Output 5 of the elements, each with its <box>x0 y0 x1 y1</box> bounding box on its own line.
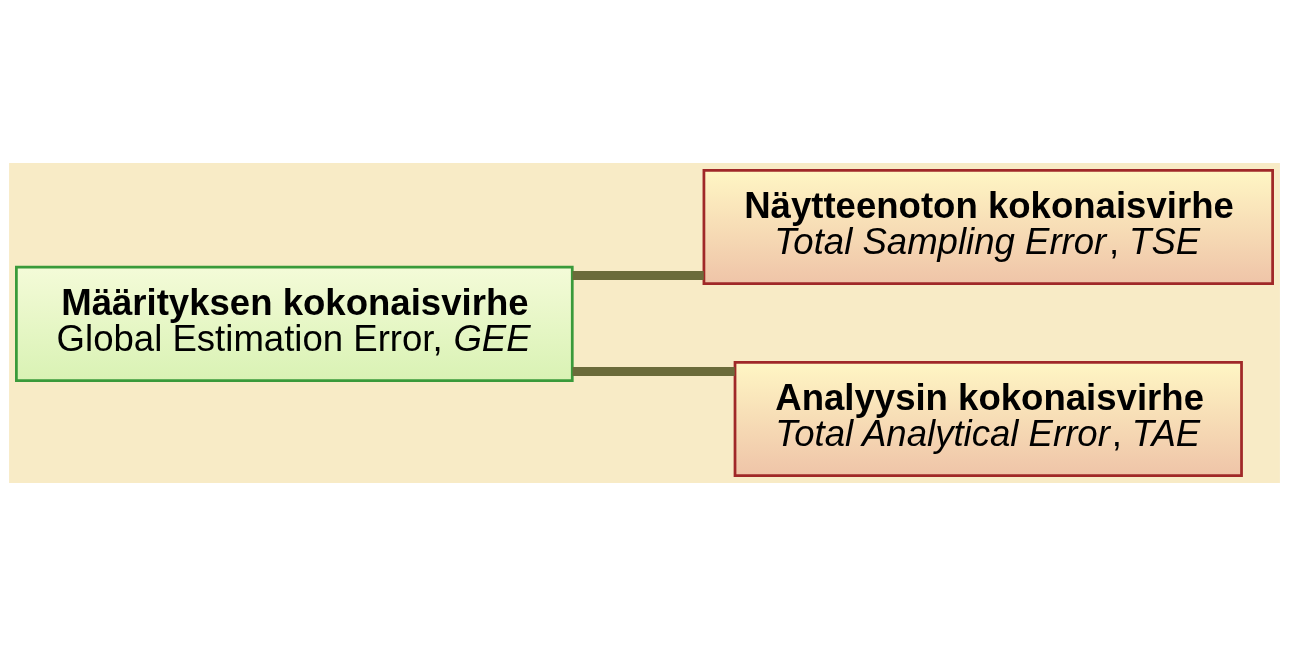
node-box: Analyysin kokonaisvirhe Total Analytical Error, TAE <box>733 360 1243 478</box>
node-box: Näytteenoton kokonaisvirhe Total Sampling Error, TSE <box>702 168 1274 286</box>
connector <box>572 270 704 281</box>
connector <box>572 366 735 377</box>
node-box: Määrityksen kokonaisvirhe Global Estimation Error, GEE <box>15 265 574 382</box>
